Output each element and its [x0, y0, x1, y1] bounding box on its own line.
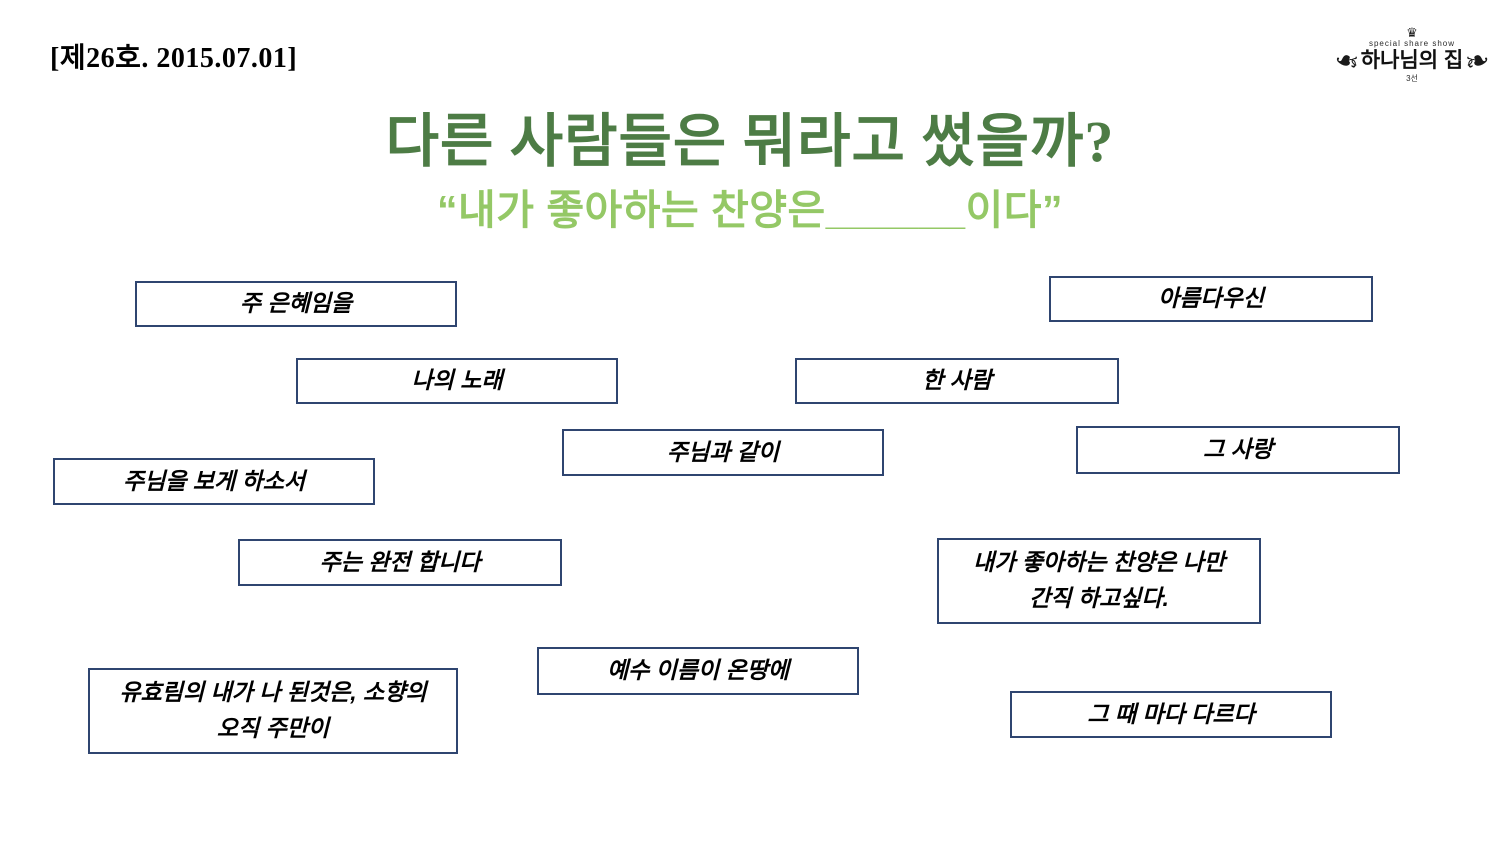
answer-box-areumdausin: 아름다우신 [1049, 276, 1373, 322]
answer-box-han-saram: 한 사람 [795, 358, 1119, 404]
logo-text-block: special share show 하나님의 집 3선 [1361, 39, 1463, 84]
logo-title: 하나님의 집 [1360, 48, 1464, 72]
logo-series-number: 3선 [1406, 74, 1418, 84]
logo-tagline: special share show [1368, 38, 1456, 48]
crown-icon: ♛ [1406, 24, 1418, 40]
answer-box-junimeul-boge: 주님을 보게 하소서 [53, 458, 375, 505]
answer-box-naman-ganjik: 내가 좋아하는 찬양은 나만 간직 하고싶다. [937, 538, 1261, 624]
answer-box-ju-eunhyeimeul: 주 은혜임을 [135, 281, 457, 327]
laurel-flourish-right-icon: ❧ [1461, 41, 1495, 81]
answer-box-ojik-jumani: 유효림의 내가 나 된것은, 소향의 오직 주만이 [88, 668, 458, 754]
answer-box-geu-ttae-mada: 그 때 마다 다르다 [1010, 691, 1332, 738]
laurel-flourish-left-icon: ❧ [1329, 41, 1363, 81]
answer-box-yesu-ireumi: 예수 이름이 온땅에 [537, 647, 859, 695]
page-title: 다른 사람들은 뭐라고 썼을까? [385, 109, 1115, 174]
answer-box-juneun-wanjeon: 주는 완전 합니다 [238, 539, 562, 586]
logo: ♛ ❧ special share show 하나님의 집 3선 ❧ [1330, 2, 1495, 108]
logo-frame: ❧ special share show 하나님의 집 3선 ❧ [1330, 39, 1495, 84]
answer-box-geu-sarang: 그 사랑 [1076, 426, 1400, 474]
issue-date-label: [제26호. 2015.07.01] [50, 43, 298, 74]
answer-box-junimgwa-gachi: 주님과 같이 [562, 429, 884, 476]
page-subtitle: “내가 좋아하는 찬양은______이다” [436, 187, 1063, 233]
answer-box-naui-norae: 나의 노래 [296, 358, 618, 404]
